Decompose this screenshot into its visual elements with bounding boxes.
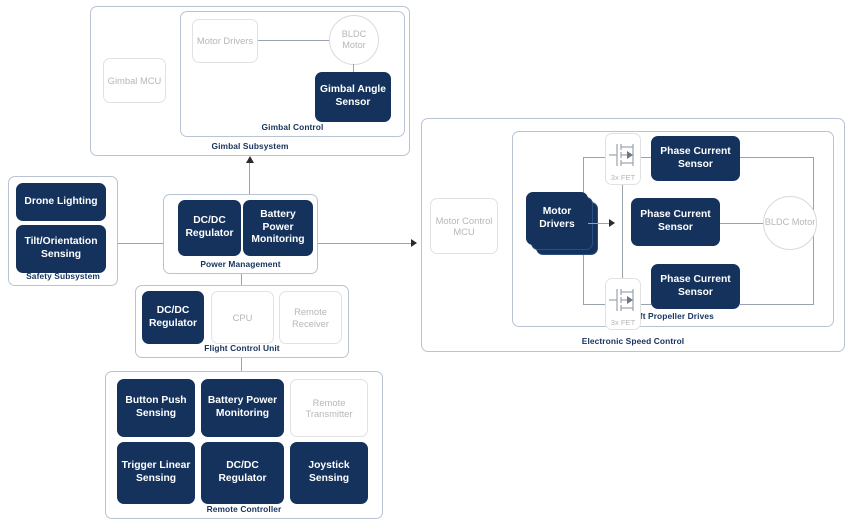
block-gimbal-bldc-motor[interactable]: BLDC Motor xyxy=(329,15,379,65)
wire-esc-fet-bottom-to-sensor xyxy=(641,304,653,306)
block-label-esc-bldc-motor: BLDC Motor xyxy=(764,217,816,228)
block-fcu-cpu[interactable]: CPU xyxy=(211,291,274,344)
block-pm-dcdc-regulator[interactable]: DC/DC Regulator xyxy=(178,200,241,256)
mosfet-symbol-icon xyxy=(609,144,634,166)
block-rc-button-push-sensing[interactable]: Button Push Sensing xyxy=(117,379,195,437)
block-esc-phase-current-sensor-1[interactable]: Phase Current Sensor xyxy=(651,136,740,181)
block-rc-dcdc-regulator[interactable]: DC/DC Regulator xyxy=(201,442,284,504)
block-esc-phase-current-sensor-2[interactable]: Phase Current Sensor xyxy=(631,198,720,246)
block-fcu-dcdc-regulator[interactable]: DC/DC Regulator xyxy=(142,291,204,344)
group-label-electronic-speed-control: Electronic Speed Control xyxy=(581,336,685,346)
block-esc-motor-control-mcu[interactable]: Motor Control MCU xyxy=(430,198,498,254)
group-label-flight-control-unit: Flight Control Unit xyxy=(204,343,280,353)
wire-esc-fet-column xyxy=(622,185,624,283)
block-rc-battery-power-monitoring[interactable]: Battery Power Monitoring xyxy=(201,379,284,437)
block-rc-joystick-sensing[interactable]: Joystick Sensing xyxy=(290,442,368,504)
mosfet-symbol-icon xyxy=(609,289,634,311)
block-gimbal-motor-drivers[interactable]: Motor Drivers xyxy=(192,19,258,63)
block-esc-fet-bottom[interactable]: 3x FET xyxy=(605,278,641,330)
group-label-remote-controller: Remote Controller xyxy=(206,504,282,514)
wire-esc-bus-to-fet-bottom xyxy=(583,304,607,306)
group-label-gimbal-subsystem: Gimbal Subsystem xyxy=(211,141,289,151)
wire-power-to-gimbal xyxy=(249,163,251,208)
block-label-esc-fet-top: 3x FET xyxy=(610,173,636,182)
block-fcu-remote-receiver[interactable]: Remote Receiver xyxy=(279,291,342,344)
block-gimbal-mcu[interactable]: Gimbal MCU xyxy=(103,58,166,103)
wire-safety-to-power xyxy=(118,243,173,245)
wire-esc-fet-top-to-sensor xyxy=(641,157,653,159)
group-label-gimbal-control: Gimbal Control xyxy=(261,122,324,132)
block-esc-fet-top[interactable]: 3x FET xyxy=(605,133,641,185)
wire-esc-sensor2-to-motor xyxy=(720,223,764,225)
block-tilt-orientation-sensing[interactable]: Tilt/Orientation Sensing xyxy=(16,225,106,273)
wire-fcu-to-remote xyxy=(241,358,243,371)
wire-esc-bus-to-fet-top xyxy=(583,157,607,159)
group-label-safety-subsystem: Safety Subsystem xyxy=(26,271,100,281)
arrow-esc-drivers-mid xyxy=(609,219,615,227)
block-esc-bldc-motor[interactable]: BLDC Motor xyxy=(763,196,817,250)
block-label-esc-fet-bottom: 3x FET xyxy=(610,318,636,327)
block-esc-motor-drivers[interactable]: Motor Drivers xyxy=(526,192,598,255)
wire-esc-drivers-mid xyxy=(588,223,614,225)
block-label-gimbal-bldc-motor: BLDC Motor xyxy=(341,28,367,50)
arrow-power-to-esc xyxy=(411,239,417,247)
wire-power-to-esc xyxy=(318,243,412,245)
arrow-power-to-gimbal xyxy=(246,156,254,163)
block-drone-lighting[interactable]: Drone Lighting xyxy=(16,183,106,221)
wire-esc-sensor3-to-bus xyxy=(740,304,814,306)
block-gimbal-angle-sensor[interactable]: Gimbal Angle Sensor xyxy=(315,72,391,122)
wire-gimbal-drivers-motor xyxy=(258,40,330,42)
wire-esc-sensor1-to-bus xyxy=(740,157,814,159)
block-rc-trigger-linear-sensing[interactable]: Trigger Linear Sensing xyxy=(117,442,195,504)
group-label-lift-propeller-drives: Lift Propeller Drives xyxy=(632,311,714,321)
block-pm-battery-power-monitoring[interactable]: Battery Power Monitoring xyxy=(243,200,313,256)
group-label-power-management: Power Management xyxy=(200,259,281,269)
motor-drivers-top-layer: Motor Drivers xyxy=(526,192,588,245)
wire-power-to-fcu xyxy=(241,274,243,285)
wire-gimbal-motor-sensor xyxy=(353,64,355,74)
block-esc-phase-current-sensor-3[interactable]: Phase Current Sensor xyxy=(651,264,740,309)
block-label-esc-motor-drivers: Motor Drivers xyxy=(539,205,575,230)
block-rc-remote-transmitter[interactable]: Remote Transmitter xyxy=(290,379,368,437)
